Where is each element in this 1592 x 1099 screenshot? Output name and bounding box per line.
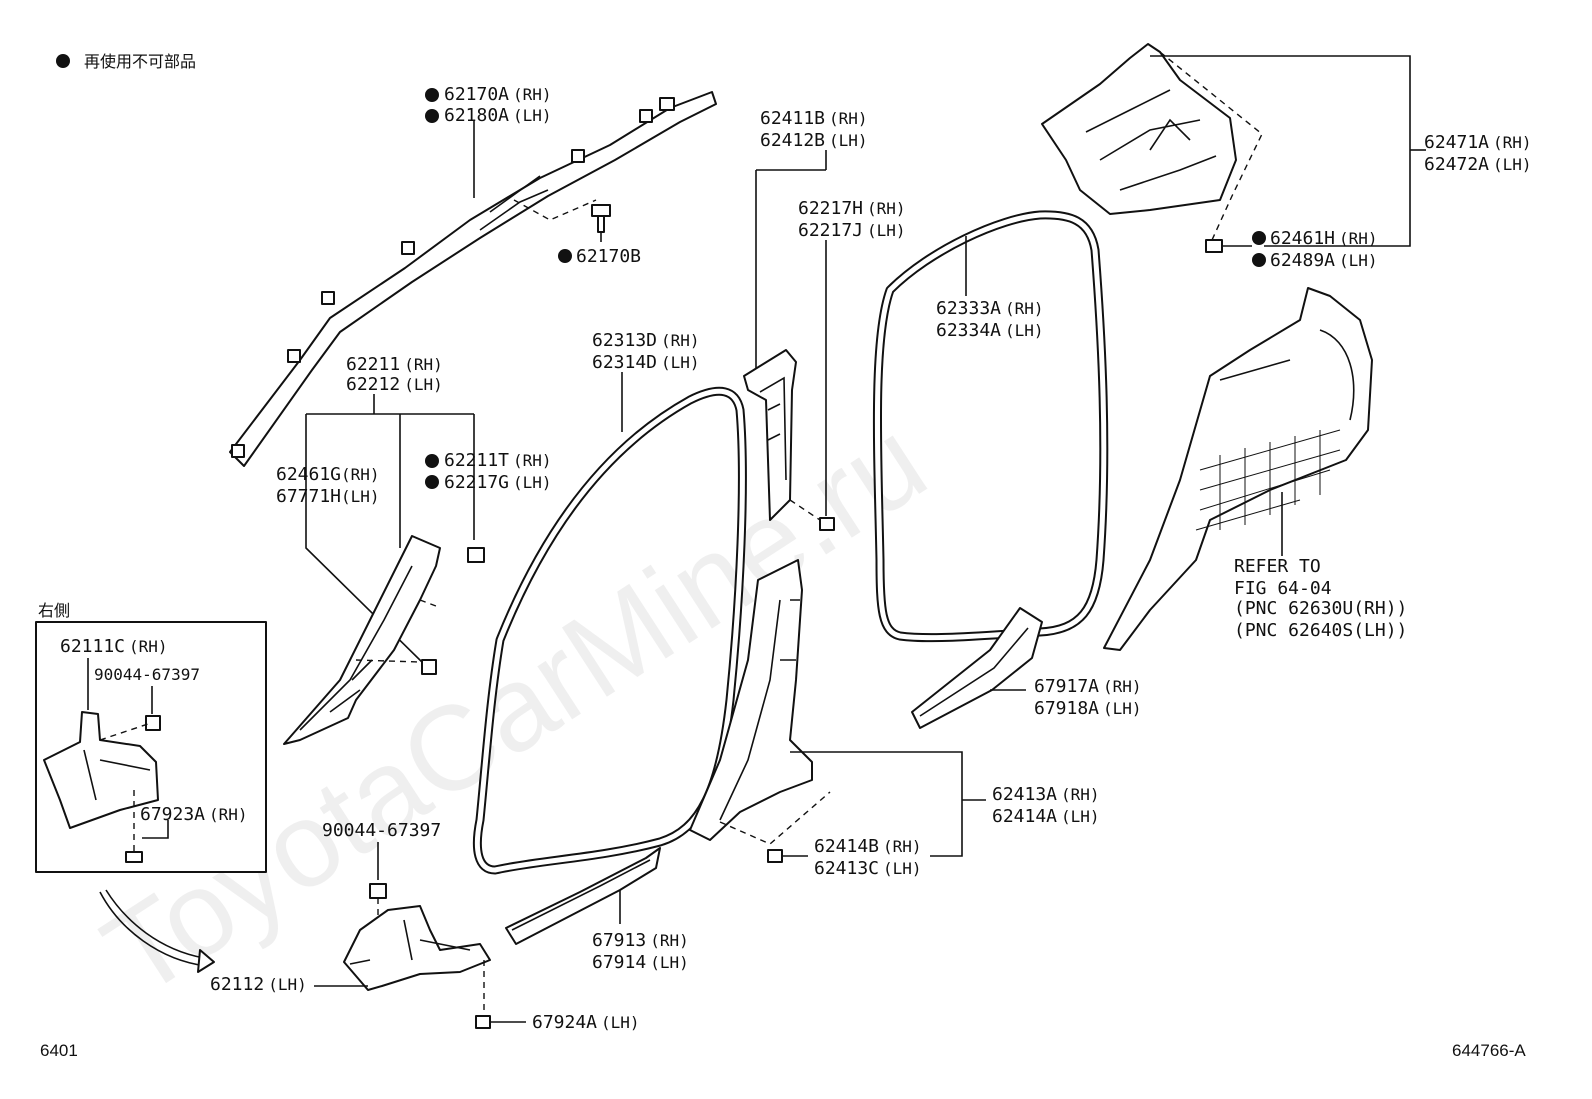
label-62489A: 62489A(LH): [1270, 250, 1378, 271]
label-62413C: 62413C(LH): [814, 858, 922, 879]
part-quarter-lower-trim: [1103, 287, 1373, 651]
label-67914: 67914(LH): [592, 952, 689, 973]
label-62180A: 62180A(LH): [444, 105, 552, 126]
part-a-pillar-trim: [283, 535, 441, 745]
label-62461G: 62461G(RH): [276, 464, 380, 485]
label-67917A: 67917A(RH): [1034, 676, 1142, 697]
label-62471A: 62471A(RH): [1424, 132, 1532, 153]
label-62414A: 62414A(LH): [992, 806, 1100, 827]
footer-page-code: 6401: [40, 1041, 78, 1060]
label-67771H: 67771H(LH): [276, 486, 380, 507]
part-rear-door-weatherstrip: [872, 210, 1109, 643]
label-67924A: 67924A(LH): [532, 1012, 640, 1033]
label-62414B: 62414B(RH): [814, 836, 922, 857]
label-62112: 62112(LH): [210, 974, 307, 995]
part-front-scuff-plate: [505, 847, 661, 945]
label-62217G: 62217G(LH): [444, 472, 552, 493]
legend-text: 再使用不可部品: [84, 52, 196, 71]
label-62111C: 62111C(RH): [60, 636, 168, 657]
label-62313D: 62313D(RH): [592, 330, 700, 351]
label-90044-inset: 90044-67397: [94, 665, 200, 684]
part-front-door-weatherstrip: [472, 386, 747, 875]
label-62170A: 62170A(RH): [444, 84, 552, 105]
part-roof-side-rail: [229, 91, 717, 467]
label-62334A: 62334A(LH): [936, 320, 1044, 341]
label-67918A: 67918A(LH): [1034, 698, 1142, 719]
label-62412B: 62412B(LH): [760, 130, 868, 151]
label-62472A: 62472A(LH): [1424, 154, 1532, 175]
footer-figure-code: 644766-A: [1452, 1041, 1526, 1060]
bolt-62170B: [591, 204, 611, 233]
part-rear-scuff-plate: [911, 607, 1043, 729]
refer-line-4: (PNC 62640S(LH)): [1234, 620, 1407, 641]
label-62212: 62212(LH): [346, 374, 443, 395]
part-quarter-upper-trim: [1041, 43, 1237, 215]
label-62217H: 62217H(RH): [798, 198, 906, 219]
part-cowl-side-trim-rh: [43, 711, 159, 829]
label-62170B: 62170B: [576, 246, 641, 267]
label-62333A: 62333A(RH): [936, 298, 1044, 319]
non-reusable-dot-icon: [56, 54, 70, 68]
label-62211T: 62211T(RH): [444, 450, 552, 471]
label-62314D: 62314D(LH): [592, 352, 700, 373]
label-67923A: 67923A(RH): [140, 804, 248, 825]
label-62461H: 62461H(RH): [1270, 228, 1378, 249]
part-cowl-side-trim-lh: [343, 905, 491, 991]
part-b-pillar-lower: [689, 559, 813, 841]
inset-title: 右側: [38, 601, 70, 620]
refer-line-3: (PNC 62630U(RH)): [1234, 598, 1407, 619]
refer-line-1: REFER TO: [1234, 556, 1321, 577]
label-62217J: 62217J(LH): [798, 220, 906, 241]
label-90044-lower: 90044-67397: [322, 820, 441, 841]
curved-arrow-icon: [99, 889, 215, 973]
label-62413A: 62413A(RH): [992, 784, 1100, 805]
label-67913: 67913(RH): [592, 930, 689, 951]
label-62211: 62211(RH): [346, 354, 443, 375]
refer-line-2: FIG 64-04: [1234, 578, 1332, 599]
label-62411B: 62411B(RH): [760, 108, 868, 129]
